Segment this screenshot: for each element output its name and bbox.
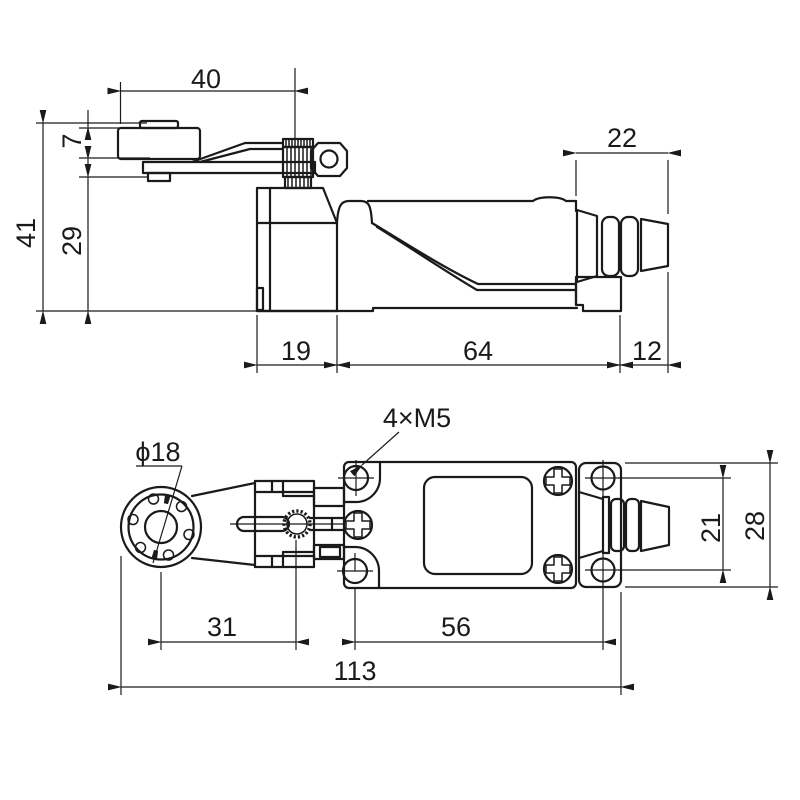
head-slot (255, 286, 265, 312)
dim-text-40: 40 (191, 64, 221, 94)
dim-text-22: 22 (607, 123, 637, 153)
roller-side (116, 126, 202, 161)
roller-hole (134, 541, 147, 554)
gland-rib2-side (619, 215, 640, 278)
roller-key-mark-top (163, 494, 171, 505)
plate-neck (577, 490, 605, 560)
phillips-screw-top-right (542, 465, 574, 497)
roller-outer-circle (119, 485, 203, 569)
body-scoop-inner (375, 225, 578, 292)
thread-hatch (286, 147, 312, 177)
roller-hole (127, 513, 139, 526)
dim-text-41: 41 (11, 218, 41, 248)
gland-rib2-top (624, 497, 641, 553)
dim-text-113: 113 (333, 656, 376, 686)
top-view (119, 460, 671, 590)
label-text-4xM5: 4×M5 (383, 403, 451, 433)
dimension-texts: 40 7 41 29 22 19 64 12 4×M5 ϕ18 31 56 11… (11, 64, 770, 686)
shaft-boss-hump (335, 199, 374, 225)
knurl-ticks (285, 139, 311, 147)
dim-text-29: 29 (57, 226, 87, 256)
body-top-edge (366, 196, 578, 203)
gland-cap-top (639, 499, 671, 553)
gland-collar-top (601, 495, 611, 555)
ext-lines-bottom-top (120, 540, 622, 695)
cover-recess (422, 475, 534, 576)
corner-pads (342, 460, 382, 590)
dim-text-28: 28 (740, 511, 770, 541)
lever-arm-top (190, 481, 257, 567)
label-text-phi18: ϕ18 (135, 437, 180, 467)
ext-lines-left (36, 122, 257, 312)
dim-text-31: 31 (207, 612, 237, 642)
head-tab-upper (312, 486, 346, 508)
roller-hole (162, 549, 175, 561)
phillips-screw-left (342, 509, 374, 541)
dim-text-56: 56 (441, 612, 471, 642)
hex-nut-hole (319, 149, 339, 169)
body-bottom-edge (255, 306, 579, 313)
side-view (116, 119, 670, 313)
head-tab-inner (318, 545, 342, 559)
roller-hole (147, 493, 160, 505)
dim-text-64: 64 (463, 336, 493, 366)
roller-hole (175, 500, 188, 513)
dim-text-19: 19 (281, 336, 311, 366)
ext-lines-right (585, 462, 778, 588)
centerlines (230, 460, 604, 586)
dim-text-12: 12 (632, 336, 662, 366)
head-detail-lines (255, 186, 339, 313)
phillips-screw-bottom-right (542, 553, 574, 585)
leader-phi18 (136, 465, 183, 564)
lever-arm-side (190, 141, 285, 164)
roller-bore (143, 509, 179, 545)
roller-hole (183, 528, 195, 541)
ext-lines-22 (575, 160, 669, 214)
body-scoop-outer (370, 221, 578, 286)
hex-nut (309, 141, 349, 178)
shaft-collar (283, 175, 313, 190)
dimension-lines (36, 68, 778, 695)
leader-4xM5 (349, 431, 400, 477)
roller-hub-tab (138, 119, 180, 130)
clevis-lines (253, 479, 316, 569)
dim-text-21: 21 (696, 513, 726, 543)
dim-text-7: 7 (57, 133, 87, 148)
cable-boss (574, 275, 623, 313)
lever-tab-side (146, 171, 172, 183)
lever-bar-side (141, 160, 317, 175)
roller-ring-circle (127, 493, 195, 561)
gland-cap-side (639, 217, 670, 273)
gland-rib1-top (609, 497, 626, 553)
ext-lines-bottom-side (256, 272, 669, 373)
gland-rib1-side (600, 215, 621, 278)
collar-ticks (287, 177, 309, 188)
end-plate (577, 461, 623, 589)
gland-collar-side (575, 208, 599, 284)
